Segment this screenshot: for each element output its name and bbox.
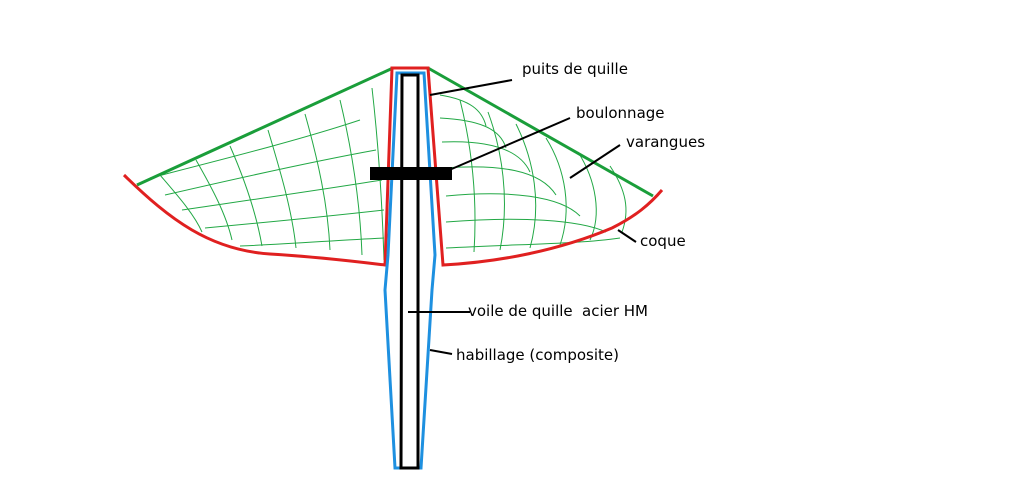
leader-varangues xyxy=(569,144,621,179)
bolt-bar xyxy=(370,167,452,180)
label-boulonnage: boulonnage xyxy=(576,104,665,122)
varangues-grid-left xyxy=(149,87,385,261)
hull-left xyxy=(122,66,664,267)
label-coque: coque xyxy=(640,232,686,250)
label-varangues: varangues xyxy=(626,133,705,151)
deck-line-left xyxy=(136,66,394,187)
label-puits: puits de quille xyxy=(522,60,628,78)
varangues-grid-right xyxy=(439,94,627,253)
leader-coque xyxy=(617,229,637,243)
label-acier: acier HM xyxy=(582,302,648,320)
leader-lines xyxy=(408,79,637,355)
fin-core xyxy=(399,73,420,470)
deck-line-right xyxy=(427,66,654,198)
leader-habillage xyxy=(429,349,453,355)
leader-boulonnage xyxy=(439,117,571,175)
leader-puits xyxy=(429,79,513,96)
label-voile: voile de quille xyxy=(468,302,573,320)
label-habillage: habillage (composite) xyxy=(456,346,619,364)
